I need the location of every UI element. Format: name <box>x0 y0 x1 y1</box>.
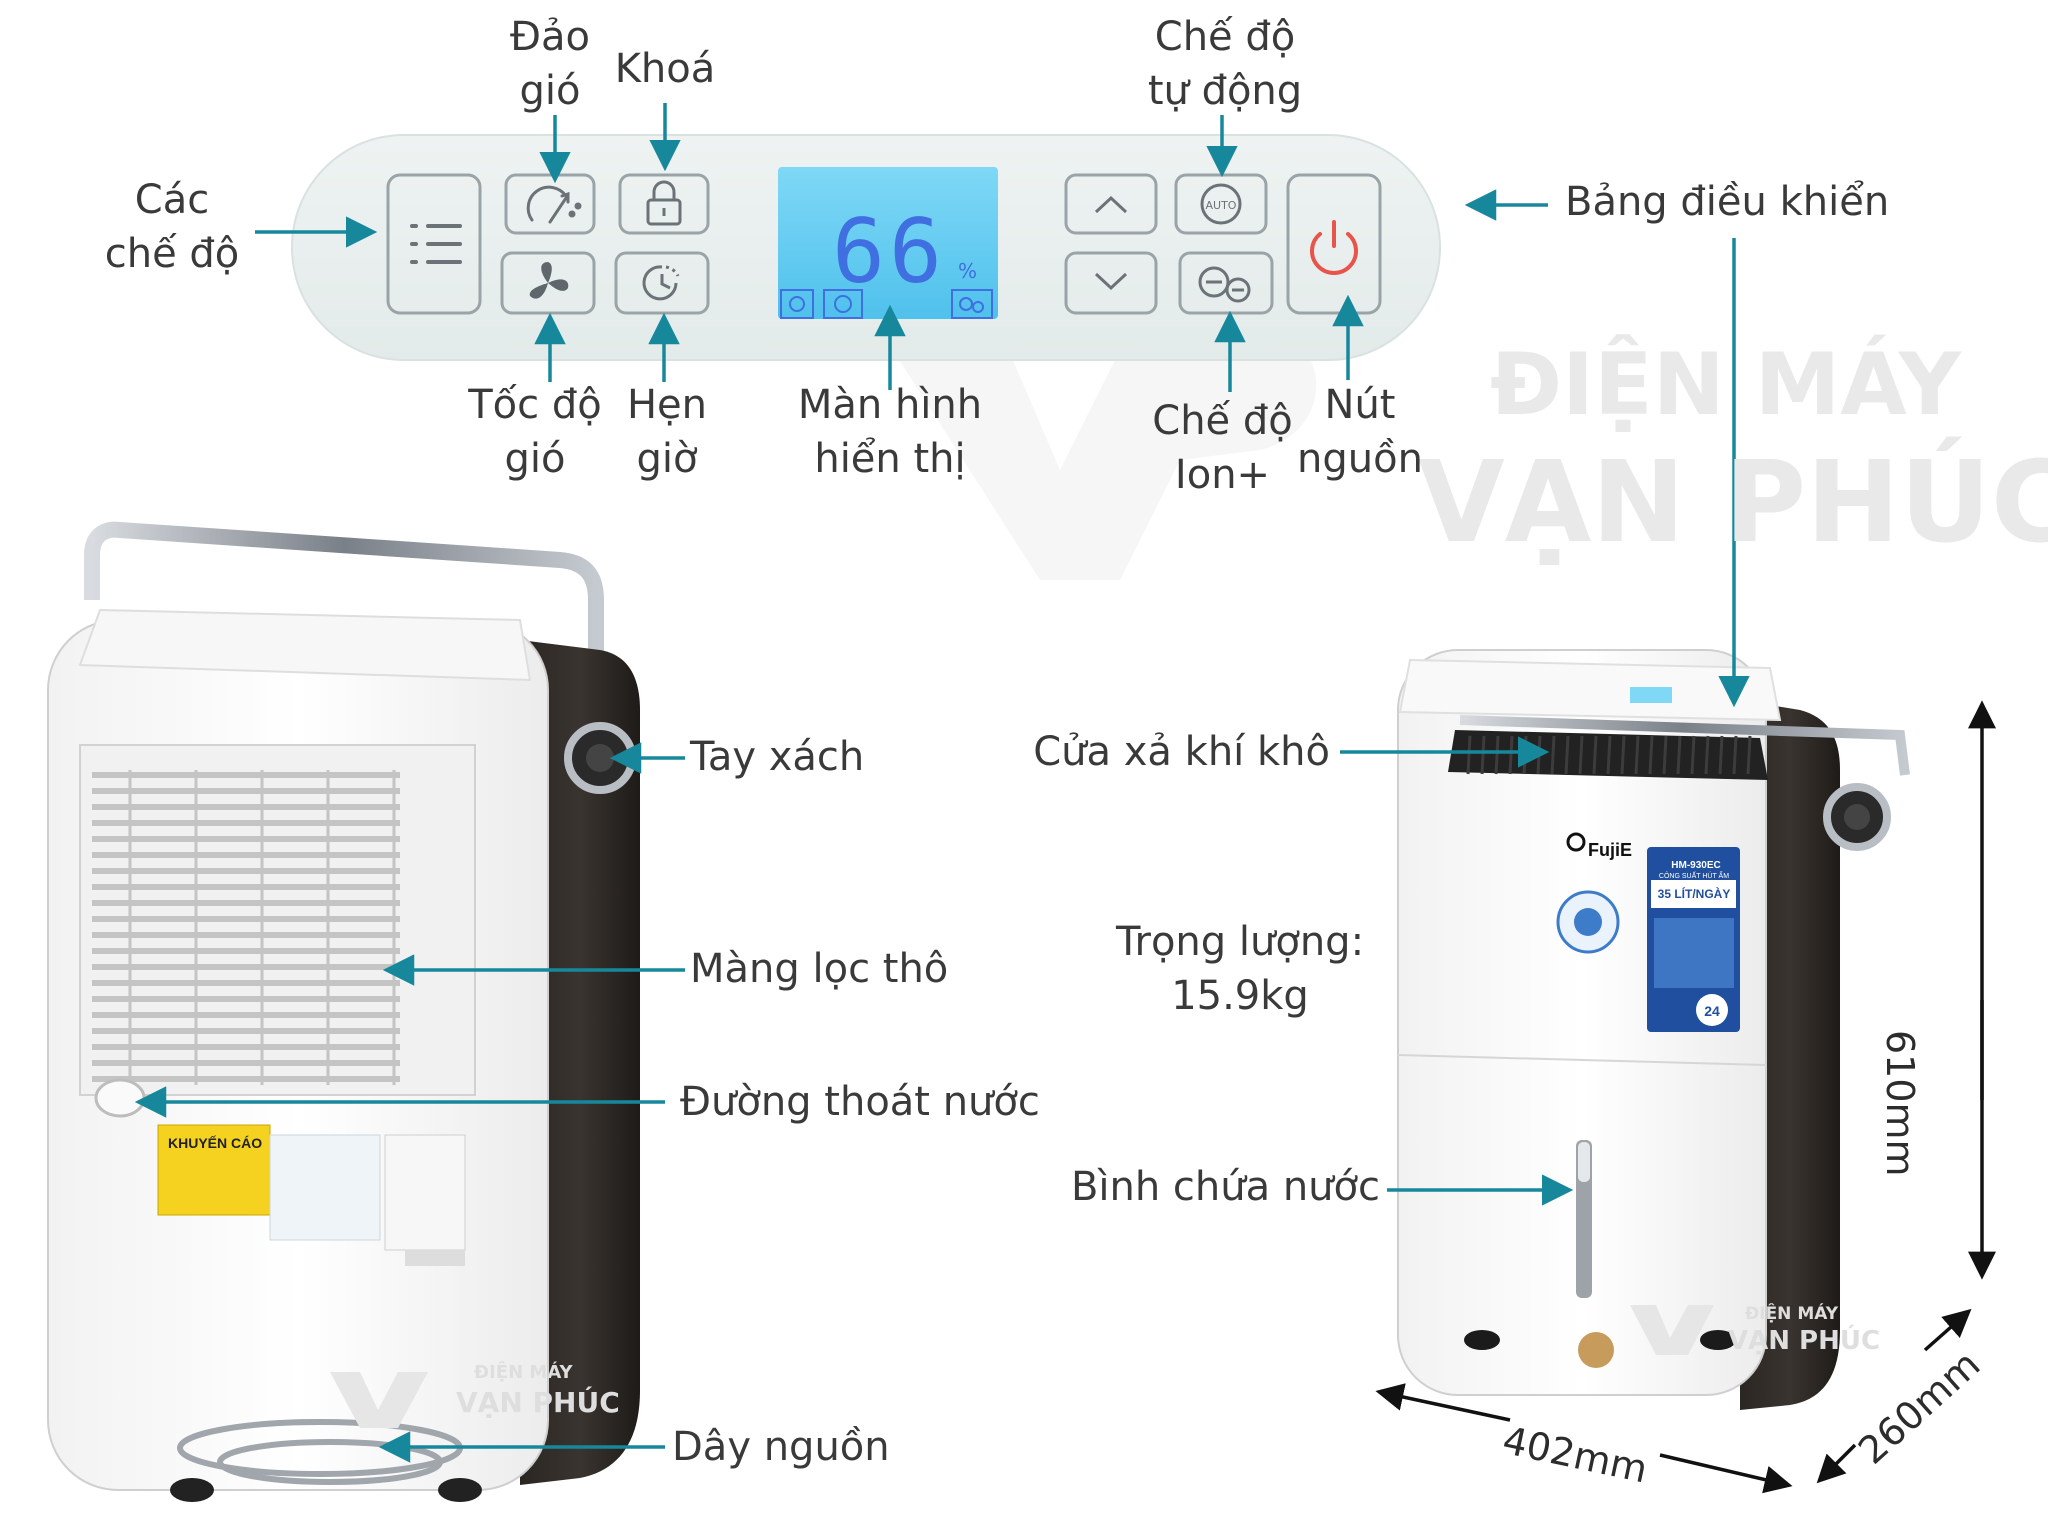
lcd-fan-icon <box>780 289 814 319</box>
chevron-up-icon <box>1094 195 1128 214</box>
label-control-panel: Bảng điều khiển <box>1565 179 1890 225</box>
callout-arrows <box>134 103 1750 1463</box>
watermark-logo <box>880 330 1317 580</box>
fan-icon <box>529 262 569 299</box>
label-carry-handle: Tay xách <box>690 734 865 780</box>
label-weight: Trọng lượng:15.9kg <box>1115 919 1365 1019</box>
svg-text:KHUYẾN CÁO: KHUYẾN CÁO <box>168 1135 262 1151</box>
label-power-cord: Dây nguồn <box>672 1424 890 1470</box>
lcd-display: 66 % <box>778 167 998 319</box>
svg-text:35 LÍT/NGÀY: 35 LÍT/NGÀY <box>1658 886 1731 901</box>
drain-outlet <box>94 1078 146 1118</box>
watermark-small-left-1: ĐIỆN MÁY <box>474 1362 573 1383</box>
label-coarse-filter: Màng lọc thô <box>690 946 949 992</box>
label-water-tank: Bình chứa nước <box>1070 1164 1380 1210</box>
lock-icon <box>646 180 682 226</box>
svg-text:CÔNG SUẤT HÚT ẨM: CÔNG SUẤT HÚT ẨM <box>1659 870 1729 880</box>
svg-text:HM-930EC: HM-930EC <box>1671 860 1720 871</box>
dimension-arrows <box>1375 700 1996 1494</box>
watermark-line2: VẠN PHÚC <box>1418 438 2048 568</box>
filter-grille <box>79 744 476 1096</box>
power-icon <box>1310 220 1358 275</box>
down-button[interactable] <box>1064 251 1158 315</box>
chevron-down-icon <box>1094 272 1128 291</box>
spec-sticker: HM-930EC CÔNG SUẤT HÚT ẨM 35 LÍT/NGÀY 24 <box>1647 847 1740 1032</box>
lcd-humidity-value: 66 <box>832 200 946 303</box>
label-dry-air-outlet: Cửa xả khí khô <box>1033 729 1330 775</box>
water-level-window <box>1576 1140 1592 1298</box>
watermark-small-left-2: VẠN PHÚC <box>456 1386 620 1419</box>
list-icon <box>410 224 462 264</box>
dry-air-outlet <box>1448 730 1768 780</box>
auto-icon-text: AUTO <box>1206 199 1237 212</box>
dimension-height: 610mm <box>1878 1030 1922 1177</box>
lock-button[interactable] <box>618 173 710 235</box>
lcd-timer-icon <box>823 289 863 319</box>
dehumidifier-back-view: KHUYẾN CÁO <box>47 521 640 1502</box>
lcd-ion-icon <box>951 289 993 319</box>
label-lock: Khoá <box>614 46 716 92</box>
swing-icon <box>526 185 582 224</box>
brand-logo: FujiE <box>1588 840 1632 860</box>
dehumidifier-front-view: FujiE HM-930EC CÔNG SUẤT HÚT ẨM 35 LÍT/N… <box>1397 649 1910 1410</box>
auto-icon <box>1200 183 1242 225</box>
warning-sticker: KHUYẾN CÁO <box>157 1124 466 1266</box>
label-drain: Đường thoát nước <box>680 1079 1040 1125</box>
lcd-unit: % <box>958 259 977 283</box>
svg-text:24: 24 <box>1704 1003 1720 1019</box>
front-handle-knob <box>1823 783 1891 851</box>
watermark-line1: ĐIỆN MÁY <box>1490 335 1961 435</box>
carry-handle <box>84 521 604 700</box>
watermark-small-right-1: ĐIỆN MÁY <box>1745 1304 1839 1324</box>
timer-icon <box>642 265 680 301</box>
ion-icon <box>1198 266 1251 303</box>
watermark-small-right-2: VẠN PHÚC <box>1728 1326 1881 1356</box>
up-button[interactable] <box>1064 173 1158 235</box>
mode-button[interactable] <box>386 173 482 315</box>
